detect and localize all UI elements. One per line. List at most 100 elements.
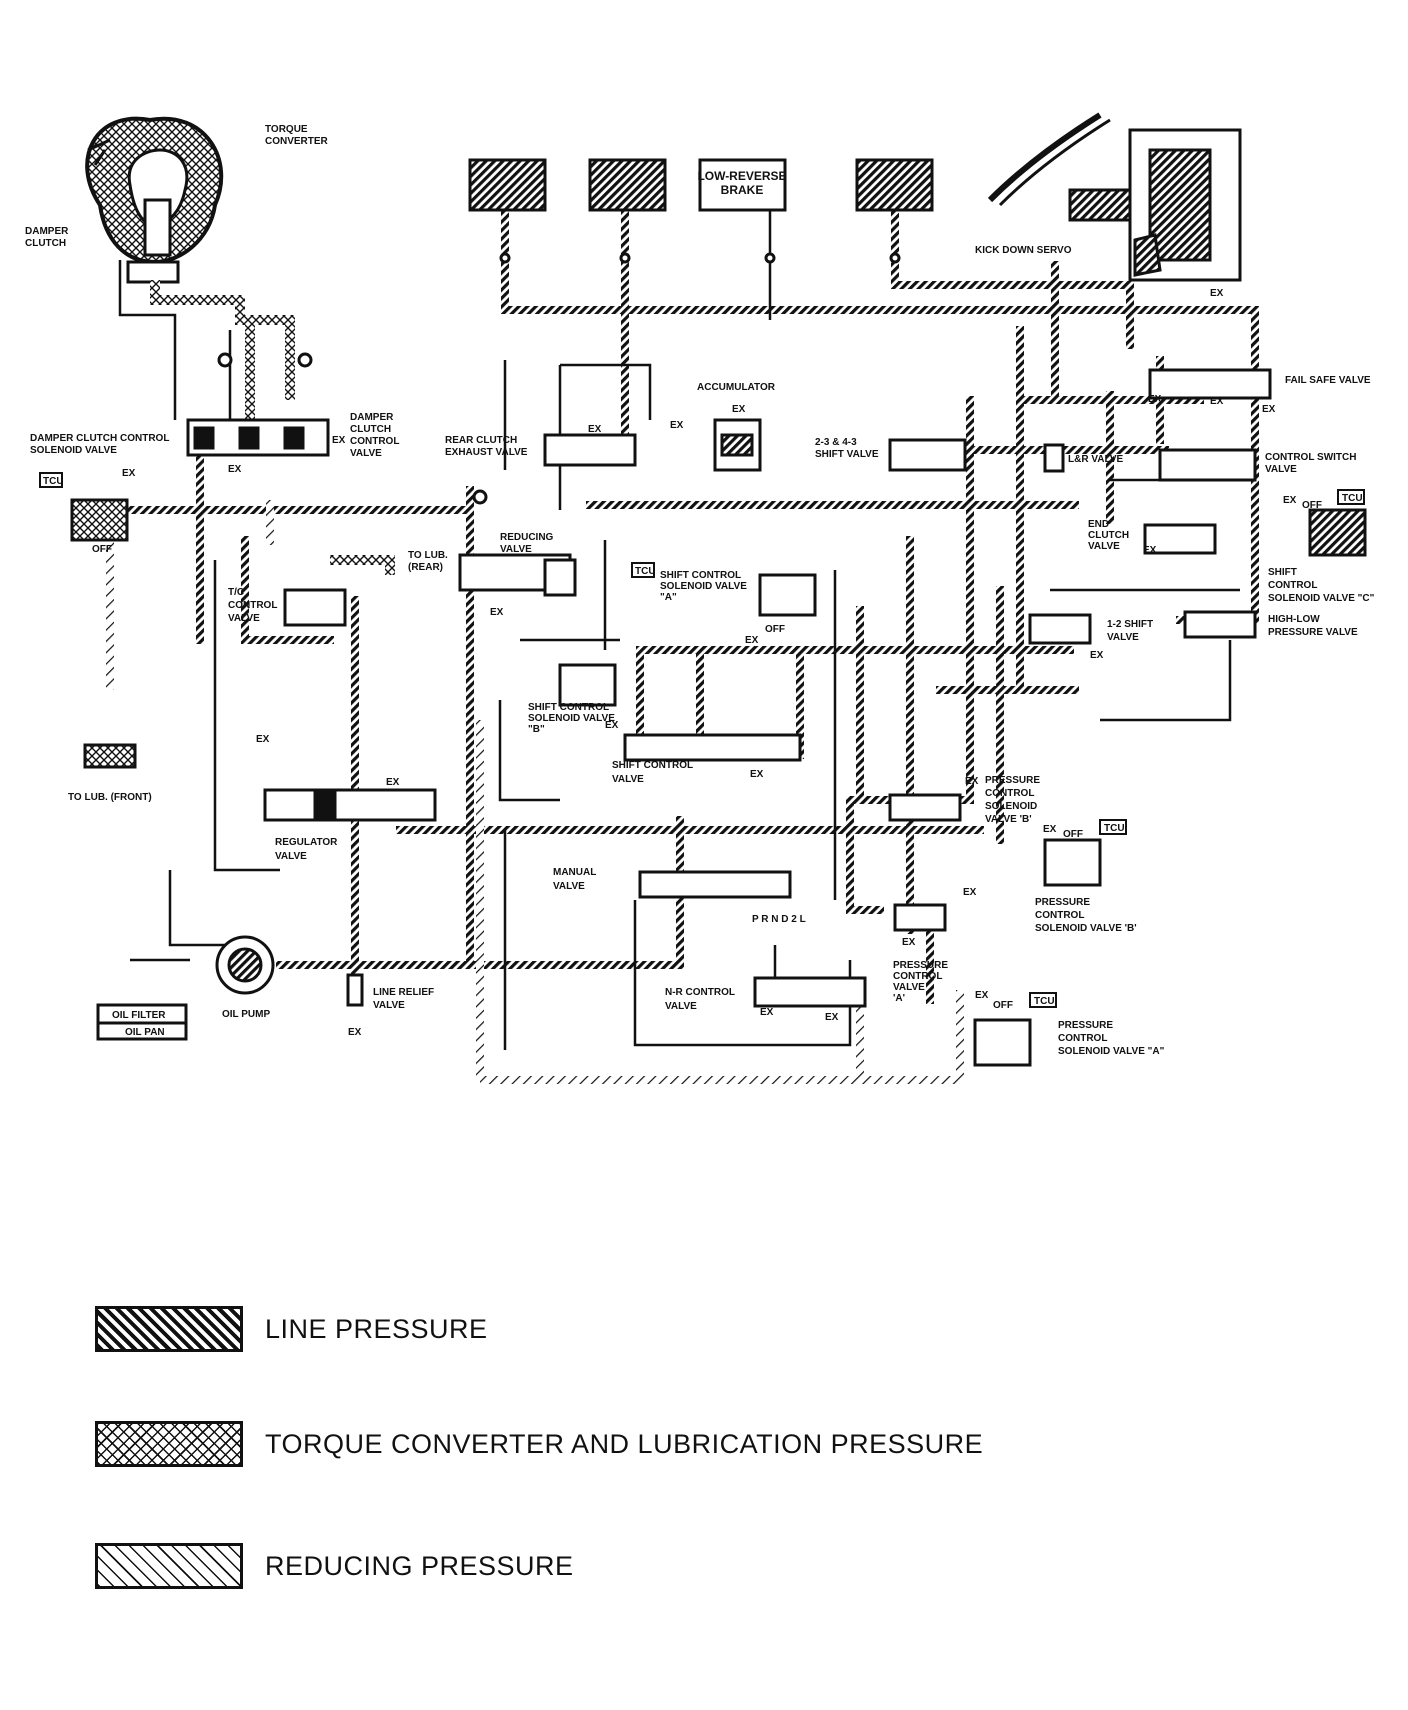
legend-line-pressure: LINE PRESSURE [95,1305,488,1353]
label-oil-pump: OIL PUMP [222,1009,270,1020]
label-to-lub-rear: TO LUB.(REAR) [408,550,448,573]
solenoid-damper [70,498,129,542]
reducing-pressure-pipes [106,500,964,1084]
label-accumulator: ACCUMULATOR [697,382,776,393]
valves [39,158,1367,1067]
solenoid-shift-c [1308,508,1367,557]
solenoid-shift-a [758,573,817,617]
label-ex: EX [1148,394,1162,405]
legend-swatch-crosshatch [95,1421,243,1467]
label-off: OFF [92,544,112,555]
label-ex: EX [588,424,602,435]
legend-label: REDUCING PRESSURE [265,1550,574,1581]
label-tcu: TCU [1104,823,1125,834]
label-ex: EX [670,420,684,431]
clutch-box-1 [468,158,547,212]
label-ex: EX [256,734,270,745]
thin-passages [118,205,1250,1050]
label-off: OFF [993,1000,1013,1011]
torque-converter [85,116,224,284]
label-ex: EX [228,464,242,475]
label-fail-safe-valve: FAIL SAFE VALVE [1285,375,1371,386]
label-tcu: TCU [1342,493,1363,504]
label-oil-filter: OIL FILTER [112,1010,166,1021]
solenoid-pressure-a [973,1018,1032,1067]
legend-swatch-line [95,1306,243,1352]
clutch-box-2 [588,158,667,212]
label-ex: EX [605,720,619,731]
label-ex: EX [965,776,979,787]
label-ex: EX [1143,545,1157,556]
label-off: OFF [1063,829,1083,840]
label-kick-down-servo: KICK DOWN SERVO [975,245,1072,256]
solenoid-reducing [543,558,577,597]
label-ex: EX [825,1012,839,1023]
kick-down-servo [987,112,1242,282]
label-ex: EX [348,1027,362,1038]
solenoid-pressure-b [1043,838,1102,887]
label-lr-valve: L&R VALVE [1068,454,1124,465]
label-ex: EX [750,769,764,780]
label-ex: EX [975,990,989,1001]
label-ex: EX [122,468,136,479]
legend-reducing-pressure: REDUCING PRESSURE [95,1542,574,1590]
label-ex: EX [732,404,746,415]
label-off: OFF [1302,500,1322,511]
low-reverse-brake-box [698,158,787,212]
legend-label: LINE PRESSURE [265,1313,488,1344]
label-ex: EX [745,635,759,646]
clutch-box-4 [855,158,934,212]
label-ex: EX [902,937,916,948]
label-ex: EX [1210,396,1224,407]
label-oil-pan: OIL PAN [125,1027,165,1038]
label-gear-positions: P R N D 2 L [752,914,806,925]
label-ex: EX [1283,495,1297,506]
lubrication-pipes [150,280,395,575]
label-ex: EX [490,607,504,618]
label-ex: EX [1262,404,1276,415]
label-ex: EX [1210,288,1224,299]
label-tcu: TCU [43,476,64,487]
label-ex: EX [963,887,977,898]
label-ex: EX [386,777,400,788]
label-ex: EX [760,1007,774,1018]
legend-swatch-reducing [95,1543,243,1589]
label-tcu: TCU [635,566,656,577]
line-pressure-pipes [96,191,1259,1004]
solenoid-shift-b [558,663,617,707]
legend-torque-converter-lubrication: TORQUE CONVERTER AND LUBRICATION PRESSUR… [95,1420,983,1468]
label-ex: EX [332,435,346,446]
legend-label: TORQUE CONVERTER AND LUBRICATION PRESSUR… [265,1428,984,1459]
label-ex: EX [1043,824,1057,835]
label-to-lub-front: TO LUB. (FRONT) [68,792,152,803]
label-ex: EX [1090,650,1104,661]
label-off: OFF [765,624,785,635]
